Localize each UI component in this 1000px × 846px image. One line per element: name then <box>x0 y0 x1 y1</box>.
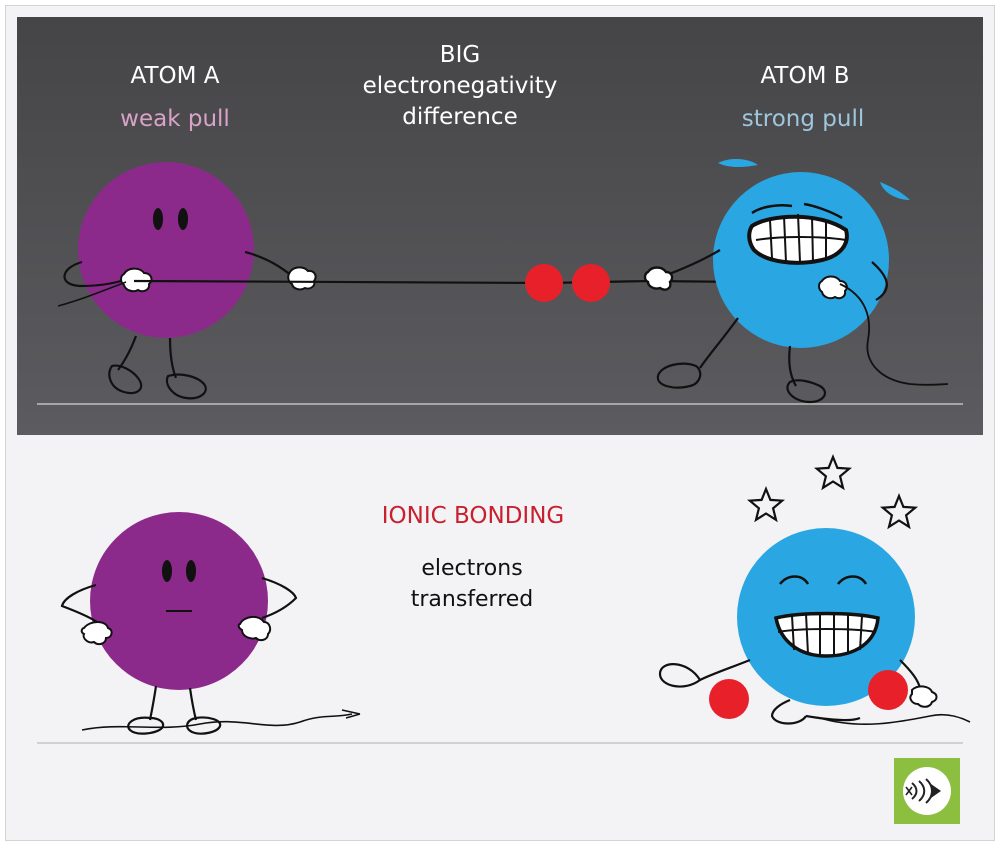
star-icon <box>879 493 919 530</box>
caption-line-2: transferred <box>410 587 534 612</box>
electronegativity-line-1: BIG <box>439 42 481 68</box>
atom-b-title: ATOM B <box>760 63 850 89</box>
atom-a-bottom-body <box>90 512 268 690</box>
electronegativity-line-2: electronegativity <box>362 73 558 99</box>
atom-a-bottom <box>60 512 361 735</box>
electron-top-left <box>525 264 563 302</box>
electron-top-right <box>572 264 610 302</box>
electronegativity-line-3: difference <box>402 104 518 130</box>
atom-b-pull-label: strong pull <box>741 106 865 132</box>
electron-bottom-right <box>868 670 908 710</box>
atom-a-pull-label: weak pull <box>120 106 230 132</box>
electronegativity-label: BIG electronegativity difference <box>330 40 590 133</box>
electron-bottom-left <box>709 679 749 719</box>
caption-line-1: electrons <box>421 556 523 581</box>
star-icon <box>746 486 786 523</box>
star-icon <box>813 454 853 491</box>
atom-a-eye-right <box>178 208 188 230</box>
logo-icon <box>894 758 960 824</box>
atom-a-eye-left <box>153 208 163 230</box>
atom-a-title: ATOM A <box>130 63 220 89</box>
electrons-transferred-caption: electrons transferred <box>322 553 622 615</box>
atom-b-top <box>643 159 949 404</box>
atom-a-top <box>57 162 317 400</box>
atom-a-body <box>78 162 254 338</box>
atom-b-bottom <box>658 454 971 726</box>
ionic-bonding-title: IONIC BONDING <box>381 503 565 529</box>
